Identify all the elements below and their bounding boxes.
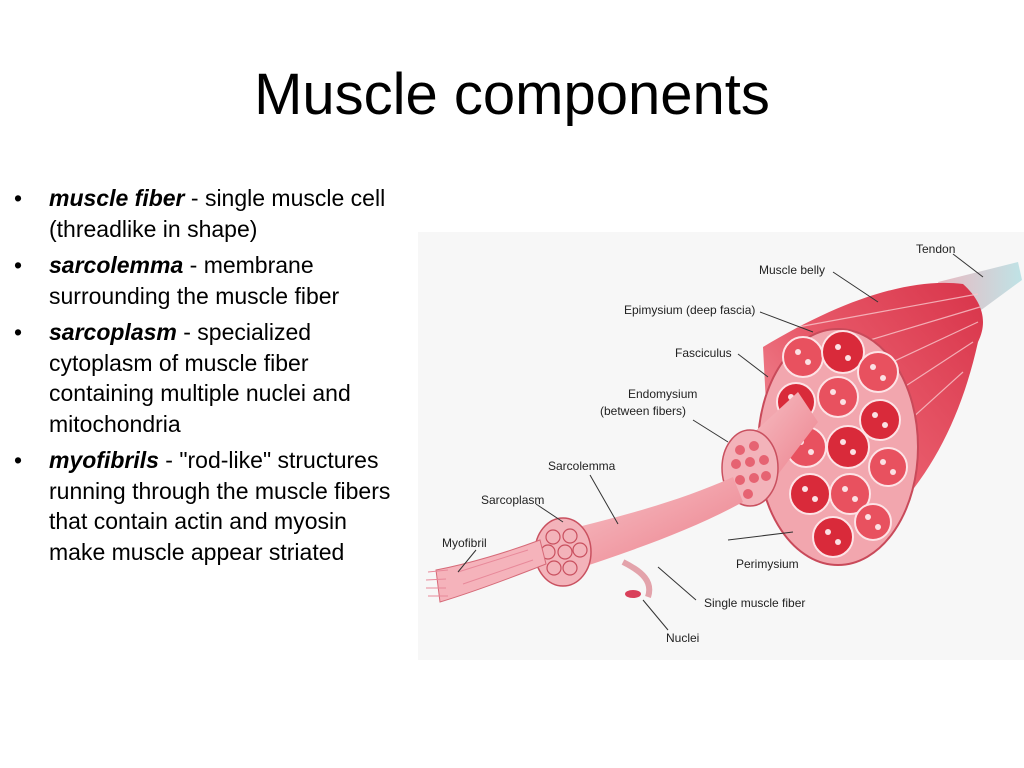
label-muscle-belly: Muscle belly: [759, 263, 825, 277]
bullet-term: sarcolemma: [49, 252, 184, 278]
bullet-marker: •: [14, 447, 23, 473]
label-sarcolemma: Sarcolemma: [548, 459, 616, 473]
bullet-term: sarcoplasm: [49, 319, 177, 345]
label-single-muscle-fiber: Single muscle fiber: [704, 596, 805, 610]
single-fiber-shape: [558, 477, 743, 572]
bullet-text: - "rod-like" structures running through …: [49, 447, 391, 565]
label-fasciculus: Fasciculus: [675, 346, 732, 360]
muscle-illustration: Tendon Muscle belly Epimysium (deep fasc…: [418, 232, 1024, 660]
nucleus-shape: [625, 590, 641, 598]
bullet-marker: •: [14, 185, 23, 211]
leader-lines: [457, 253, 984, 631]
label-tendon: Tendon: [916, 242, 955, 256]
bullet-marker: •: [14, 252, 23, 278]
fiber-shadow: [621, 559, 653, 598]
bullet-text: - membrane surrounding the muscle fiber: [49, 252, 340, 309]
bullet-marker: •: [14, 319, 23, 345]
myofibril-strands: [425, 549, 534, 597]
label-sarcoplasm: Sarcoplasm: [481, 493, 544, 507]
bullet-item: • muscle fiber - single muscle cell (thre…: [14, 183, 394, 244]
fiber-dots: [731, 441, 771, 499]
label-perimysium: Perimysium: [736, 557, 799, 571]
bullet-term: muscle fiber: [49, 185, 185, 211]
bullet-list: • muscle fiber - single muscle cell (thre…: [14, 183, 394, 573]
label-epimysium: Epimysium (deep fascia): [624, 303, 755, 317]
label-nuclei: Nuclei: [666, 631, 699, 645]
muscle-anatomy-diagram: Tendon Muscle belly Epimysium (deep fasc…: [418, 232, 1024, 660]
myofibril-circles: [540, 528, 588, 576]
bullet-item: • sarcolemma - membrane surrounding the m…: [14, 250, 394, 311]
label-endomysium: Endomysium: [628, 387, 697, 401]
bullet-item: • sarcoplasm - specialized cytoplasm of m…: [14, 317, 394, 439]
bullet-item: • myofibrils - "rod-like" structures runn…: [14, 445, 394, 567]
slide-title: Muscle components: [254, 62, 770, 127]
bullet-term: myofibrils: [49, 447, 159, 473]
bullet-text: - single muscle cell (threadlike in shap…: [49, 185, 386, 242]
myofibril-shape: [435, 539, 547, 603]
label-myofibril: Myofibril: [442, 536, 487, 550]
label-endomysium-note: (between fibers): [600, 404, 686, 418]
bullet-text: - specialized cytoplasm of muscle fiber …: [49, 319, 351, 437]
